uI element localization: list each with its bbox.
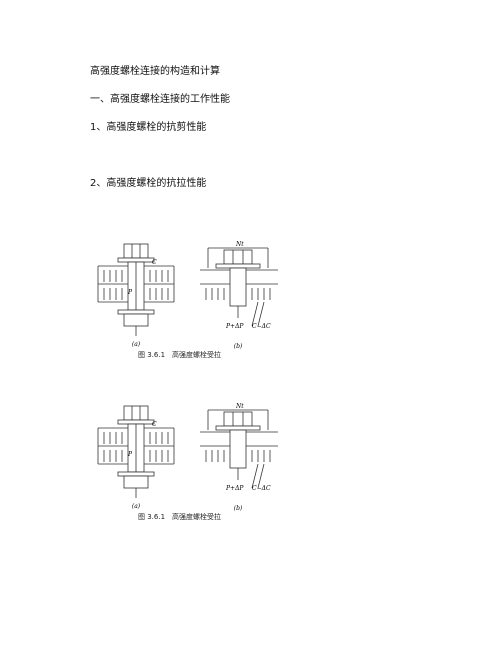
label-p-plus-dp: P+ΔP (225, 323, 244, 330)
bolt-diagram: (a) (b) P C Nt P+ΔP C−ΔC (97, 403, 278, 512)
label-a: (a) (132, 341, 141, 348)
section-heading: 一、高强度螺栓连接的工作性能 (90, 94, 230, 105)
subsection-heading-shear: 1、高强度螺栓的抗剪性能 (90, 122, 207, 133)
label-b: (b) (234, 343, 243, 350)
subsection-heading-tension: 2、高强度螺栓的抗拉性能 (90, 178, 207, 189)
label-b: (b) (234, 505, 243, 512)
document-title: 高强度螺栓连接的构造和计算 (90, 66, 220, 77)
figure-bolt-tension-2: (a) (b) P C Nt P+ΔP C−ΔC 图 3.6.1 高强度螺栓受拉 (88, 400, 308, 530)
label-nt: Nt (235, 241, 244, 248)
label-a: (a) (132, 503, 141, 510)
label-c-minus-dc: C−ΔC (252, 485, 271, 492)
bolt-diagram: (a) (b) P C Nt P+ΔP C−ΔC (97, 241, 278, 350)
label-p: P (127, 451, 133, 458)
label-p-plus-dp: P+ΔP (225, 485, 244, 492)
label-c-minus-dc: C−ΔC (252, 323, 271, 330)
label-c: C (152, 421, 157, 428)
label-c: C (152, 259, 157, 266)
label-nt: Nt (235, 403, 244, 410)
figure-caption: 图 3.6.1 高强度螺栓受拉 (138, 351, 222, 359)
figure-caption: 图 3.6.1 高强度螺栓受拉 (138, 513, 222, 521)
label-p: P (127, 289, 133, 296)
figure-bolt-tension-1: (a) (b) P C Nt P+ΔP C−ΔC 图 3.6.1 高强度螺栓受拉 (88, 238, 308, 368)
